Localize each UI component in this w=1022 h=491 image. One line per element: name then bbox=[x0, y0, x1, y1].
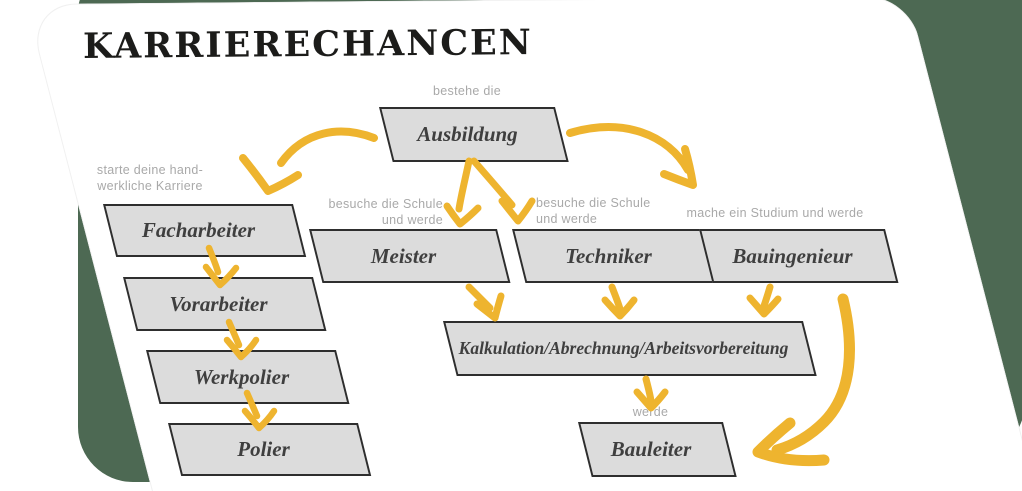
label-facharbeiter: starte deine hand- werkliche Karriere bbox=[96, 163, 204, 193]
page-title: KARRIERECHANCEN bbox=[82, 22, 533, 67]
node-vorarbeiter-text: Vorarbeiter bbox=[169, 291, 268, 316]
node-werkpolier-text: Werkpolier bbox=[193, 364, 290, 389]
node-kalkulation-abrechnung-arbeitsvorbereitung: Kalkulation/Abrechnung/Arbeitsvorbereitu… bbox=[443, 321, 817, 376]
node-facharbeiter-text: Facharbeiter bbox=[141, 218, 256, 242]
node-ausbildung: Ausbildung bbox=[379, 107, 569, 162]
node-facharbeiter: Facharbeiter bbox=[103, 204, 307, 257]
node-werkpolier: Werkpolier bbox=[146, 350, 350, 404]
label-meister: besuche die Schule und werde bbox=[328, 197, 443, 227]
label-techniker: besuche die Schule und werde bbox=[536, 196, 651, 226]
node-techniker: Techniker bbox=[512, 229, 718, 283]
node-vorarbeiter: Vorarbeiter bbox=[123, 277, 327, 331]
node-polier-text: Polier bbox=[237, 437, 290, 461]
label-bauleiter: werde bbox=[632, 405, 669, 419]
label-bauingenieur: mache ein Studium und werde bbox=[686, 206, 864, 220]
node-bauleiter: Bauleiter bbox=[578, 422, 737, 477]
node-polier: Polier bbox=[168, 423, 372, 476]
node-bauleiter-text: Bauleiter bbox=[610, 437, 692, 461]
node-techniker-text: Techniker bbox=[565, 243, 652, 268]
label-ausbildung: bestehe die bbox=[433, 84, 501, 98]
node-meister-text: Meister bbox=[370, 243, 437, 268]
node-ausbildung-text: Ausbildung bbox=[417, 122, 518, 146]
node-bauingenieur: Bauingenieur bbox=[699, 229, 899, 283]
node-bauingenieur-text: Bauingenieur bbox=[732, 243, 853, 268]
node-kalkulation-text: Kalkulation/Abrechnung/Arbeitsvorbereitu… bbox=[458, 338, 789, 358]
node-meister: Meister bbox=[309, 229, 511, 283]
